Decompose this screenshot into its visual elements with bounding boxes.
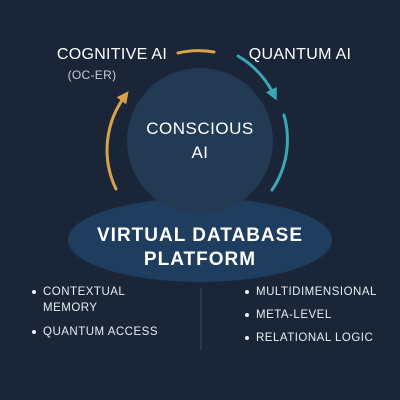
platform-ellipse: [68, 198, 332, 282]
conscious-ai-label: CONSCIOUS AI: [130, 117, 270, 165]
conscious-ai-line2: AI: [191, 143, 209, 162]
cognitive-ai-label: COGNITIVE AI: [56, 46, 168, 63]
left-bullet-list: CONTEXTUAL MEMORY QUANTUM ACCESS: [32, 284, 162, 340]
conscious-ai-line1: CONSCIOUS: [146, 119, 254, 138]
platform-line1: VIRTUAL DATABASE: [97, 225, 303, 246]
top-connector-arc-teal: [236, 54, 277, 101]
bullet-item-relational-logic: RELATIONAL LOGIC: [245, 330, 395, 346]
bullet-item-meta-level: META-LEVEL: [245, 307, 395, 323]
quantum-ai-label: QUANTUM AI: [248, 46, 352, 63]
platform-line2: PLATFORM: [143, 249, 257, 270]
orange-cycle-arrow: [105, 91, 129, 191]
top-connector-arc-orange: [176, 49, 216, 55]
bullet-item-contextual-memory: CONTEXTUAL MEMORY: [32, 284, 143, 316]
center-circle: [127, 68, 273, 214]
cognitive-ai-subtitle: (OC-ER): [67, 68, 117, 82]
bullet-item-multidimensional: MULTIDIMENSIONAL: [245, 284, 395, 300]
right-bullet-list: MULTIDIMENSIONAL META-LEVEL RELATIONAL L…: [245, 284, 395, 346]
teal-cycle-arc: [270, 113, 289, 192]
platform-label: VIRTUAL DATABASE PLATFORM: [80, 224, 320, 272]
bullet-item-quantum-access: QUANTUM ACCESS: [32, 324, 162, 340]
